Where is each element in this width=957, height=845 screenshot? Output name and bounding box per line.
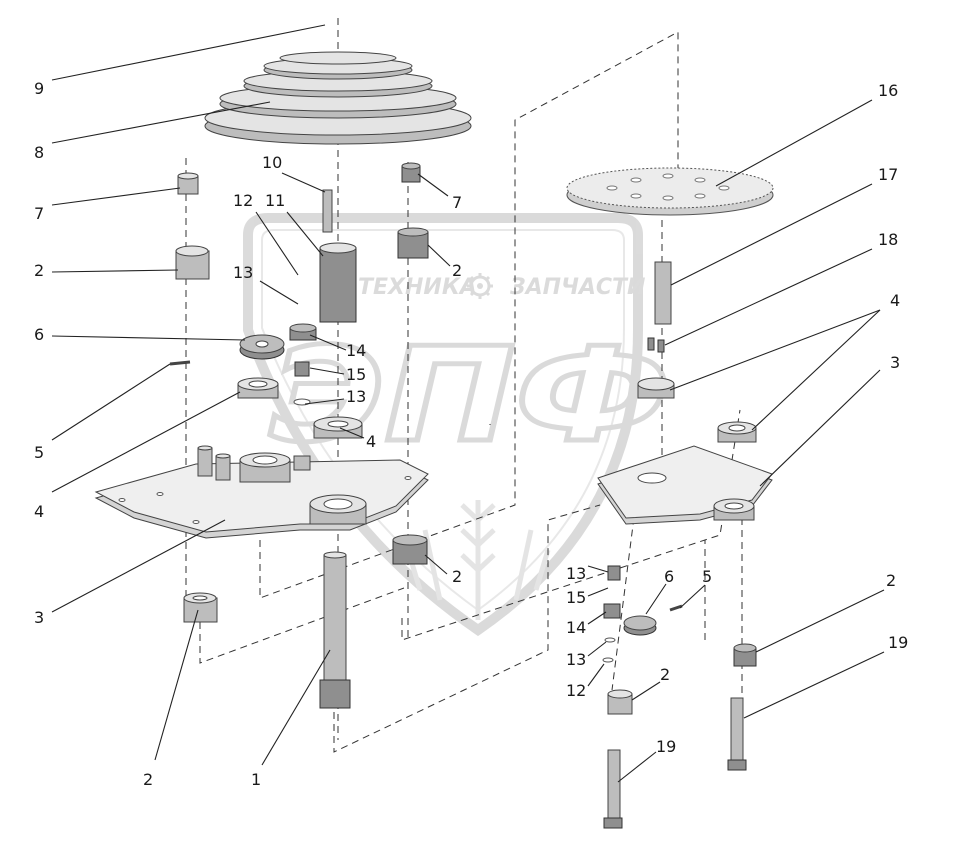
callout-4: 4 <box>890 291 900 310</box>
callout-2: 2 <box>886 571 896 590</box>
leader-lines <box>51 24 885 783</box>
callout-4: 4 <box>34 502 44 521</box>
bushing-ring-far-right <box>717 421 757 443</box>
callout-13: 13 <box>566 650 586 669</box>
callout-13: 13 <box>233 263 253 282</box>
central-sleeve <box>319 242 357 323</box>
callout-14: 14 <box>566 618 586 637</box>
large-spur-gear <box>566 167 774 216</box>
callout-2: 2 <box>452 261 462 280</box>
base-plate-left <box>94 445 429 539</box>
small-pinion-center <box>289 323 317 341</box>
bushing-left-upper <box>175 245 210 280</box>
small-parts-right-stack <box>602 565 621 663</box>
callout-8: 8 <box>34 143 44 162</box>
bushing-center-lower <box>392 534 428 565</box>
pin-left <box>169 360 191 366</box>
base-plate-right <box>597 445 773 525</box>
callout-13: 13 <box>566 564 586 583</box>
bushing-far-right-lower <box>733 643 757 667</box>
central-pin <box>322 189 333 233</box>
callout-7: 7 <box>34 204 44 223</box>
callout-labels: 9 8 7 2 6 5 4 3 2 1 10 12 11 13 14 15 13… <box>34 79 908 789</box>
watermark-logo: ЭПФ <box>270 319 670 471</box>
shaft-with-pinion <box>319 551 351 709</box>
callout-2: 2 <box>34 261 44 280</box>
callout-6: 6 <box>664 567 674 586</box>
callout-2: 2 <box>660 665 670 684</box>
callout-3: 3 <box>890 353 900 372</box>
gear-icon <box>467 273 493 299</box>
callout-2: 2 <box>452 567 462 586</box>
callout-15: 15 <box>566 588 586 607</box>
callout-17: 17 <box>878 165 898 184</box>
bushing-ring-center <box>313 416 363 439</box>
callout-12: 12 <box>566 681 586 700</box>
stepped-cone-pulley <box>204 51 472 145</box>
nut-center-right-top <box>401 162 421 183</box>
callout-18: 18 <box>878 230 898 249</box>
callout-15: 15 <box>346 365 366 384</box>
callout-11: 11 <box>265 191 285 210</box>
bushing-right-lower <box>607 689 633 715</box>
bolt-right-far <box>727 697 747 771</box>
callout-16: 16 <box>878 81 898 100</box>
callout-3: 3 <box>34 608 44 627</box>
callout-14: 14 <box>346 341 366 360</box>
pinion-gear-left <box>239 334 285 360</box>
bushing-ring-left <box>237 377 279 399</box>
watermark-text-left: ТЕХНИКА <box>358 275 477 300</box>
callout-6: 6 <box>34 325 44 344</box>
callout-5: 5 <box>34 443 44 462</box>
callout-7: 7 <box>452 193 462 212</box>
bushing-left-lower <box>183 592 218 623</box>
splined-shaft-right <box>654 261 672 325</box>
callout-1: 1 <box>251 770 261 789</box>
pin-right <box>669 604 683 612</box>
callout-12: 12 <box>233 191 253 210</box>
callout-19: 19 <box>888 633 908 652</box>
bolt-right-center <box>603 749 623 829</box>
pinion-gear-right <box>623 615 657 636</box>
small-keys-right <box>647 337 665 353</box>
bushing-ring-right <box>637 377 675 399</box>
bushing-center-right <box>397 227 429 259</box>
nut-left-top <box>177 172 199 195</box>
callout-4: 4 <box>366 432 376 451</box>
callout-5: 5 <box>702 567 712 586</box>
callout-9: 9 <box>34 79 44 98</box>
callout-10: 10 <box>262 153 282 172</box>
callout-19: 19 <box>656 737 676 756</box>
watermark-text-right: ЗАПЧАСТИ <box>509 275 645 300</box>
callout-13: 13 <box>346 387 366 406</box>
callout-2: 2 <box>143 770 153 789</box>
spacer-center <box>294 361 310 377</box>
